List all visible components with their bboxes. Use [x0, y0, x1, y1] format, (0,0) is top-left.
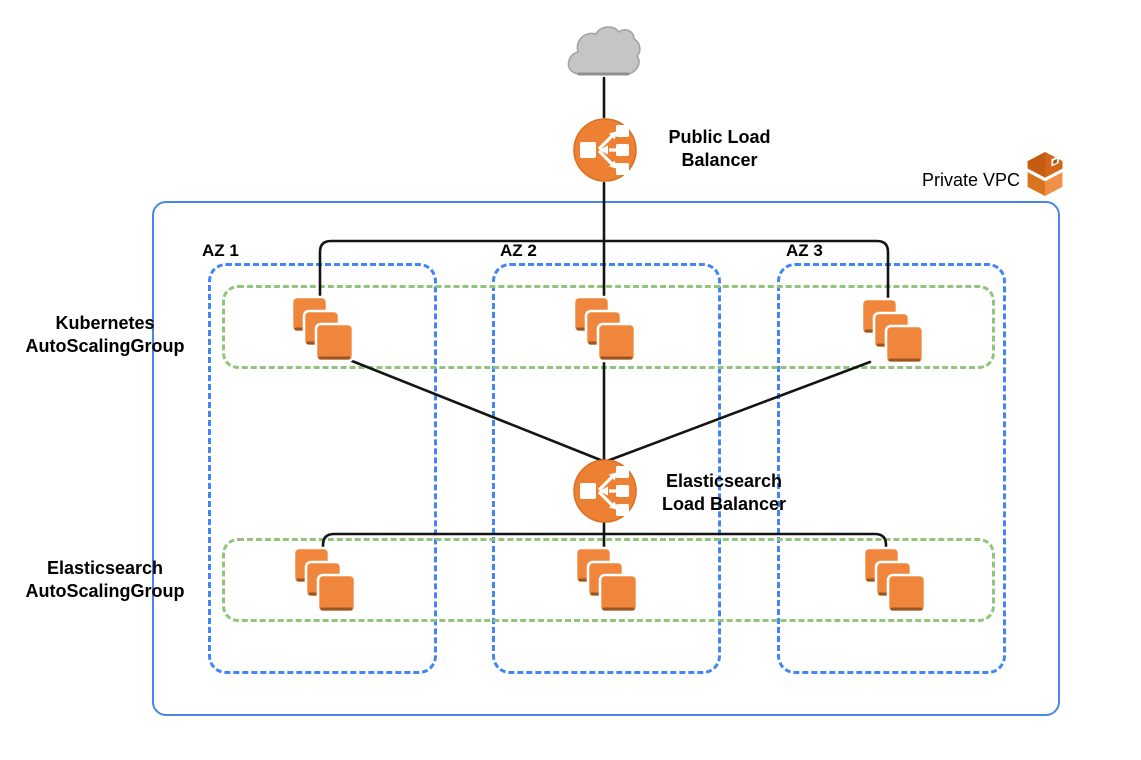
az3-label: AZ 3	[786, 241, 823, 260]
az3-boundary	[777, 263, 1006, 674]
public-load-balancer-label: Public Load Balancer	[668, 127, 771, 170]
az3-kubernetes-instance-stack-icon	[860, 297, 924, 365]
az1-label: AZ 1	[202, 241, 239, 260]
az2-label: AZ 2	[500, 241, 537, 260]
public-load-balancer-icon	[573, 118, 637, 182]
az3-elasticsearch-instance-stack-icon	[862, 546, 926, 614]
az1-kubernetes-instance-stack-icon	[290, 295, 354, 363]
kubernetes-asg-label: Kubernetes AutoScalingGroup	[25, 313, 185, 356]
private-vpc-boundary	[152, 201, 1060, 716]
private-vpc-label: Private VPC	[921, 170, 1020, 190]
elasticsearch-load-balancer-icon	[573, 459, 637, 523]
az2-elasticsearch-instance-stack-icon	[574, 546, 638, 614]
elasticsearch-asg-label: Elasticsearch AutoScalingGroup	[25, 558, 185, 601]
az2-kubernetes-instance-stack-icon	[572, 295, 636, 363]
az1-elasticsearch-instance-stack-icon	[292, 546, 356, 614]
elasticsearch-load-balancer-label: Elasticsearch Load Balancer	[661, 471, 787, 514]
vpc-icon	[1023, 150, 1067, 198]
cloud-icon	[566, 22, 642, 80]
